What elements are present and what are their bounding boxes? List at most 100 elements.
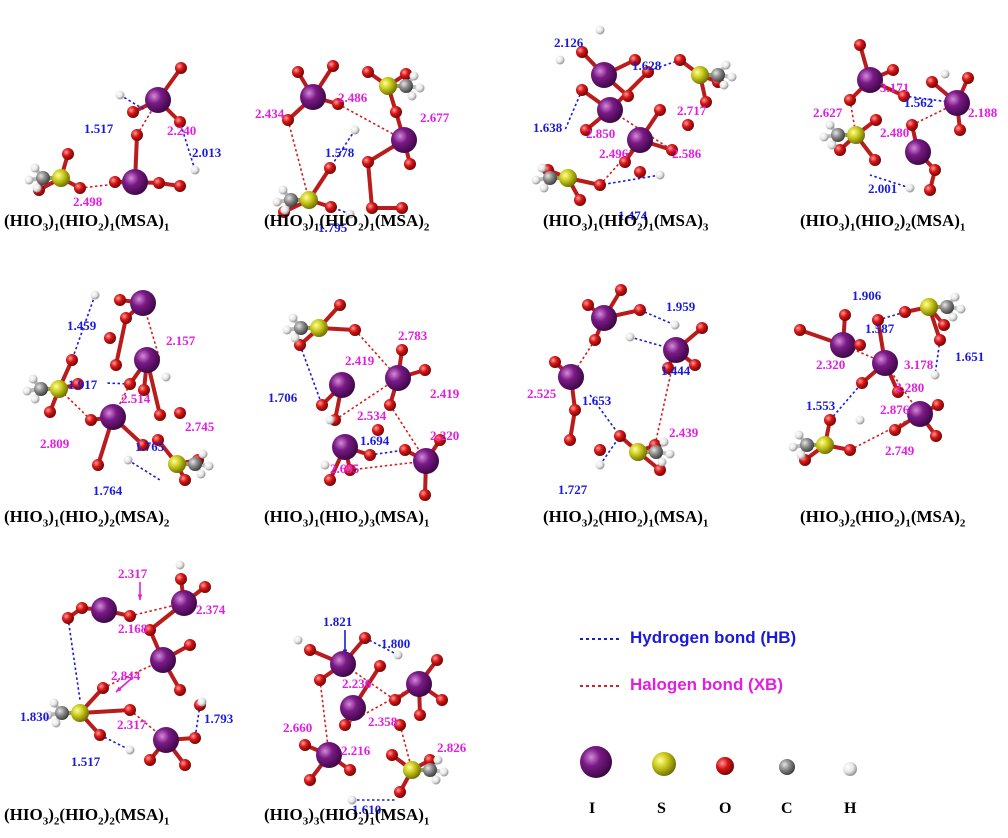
hydrogen-bond-line — [67, 617, 81, 701]
distance-label: 2.220 — [430, 428, 459, 443]
hydrogen-atom — [657, 457, 667, 467]
distance-label: 1.444 — [661, 363, 691, 378]
distance-label: 1.578 — [325, 145, 355, 160]
hydrogen-atom — [43, 710, 53, 720]
distance-label: 2.358 — [368, 714, 398, 729]
oxygen-atom — [175, 62, 187, 74]
oxygen-atom — [324, 474, 336, 486]
oxygen-atom — [316, 399, 328, 411]
hydrogen-atom — [282, 325, 292, 335]
iodine-atom — [413, 448, 439, 474]
distance-label: 1.651 — [955, 349, 984, 364]
hydrogen-atom — [625, 332, 635, 342]
sulfur-atom — [920, 298, 938, 316]
sulfur-atom — [403, 761, 421, 779]
covalent-bond — [114, 316, 128, 367]
oxygen-atom — [362, 66, 374, 78]
oxygen-atom — [824, 414, 836, 426]
oxygen-atom — [399, 444, 411, 456]
sulfur-atom — [691, 66, 709, 84]
oxygen-atom — [153, 177, 165, 189]
hydrogen-atom — [950, 292, 960, 302]
oxygen-atom — [324, 162, 336, 174]
oxygen-atom — [374, 660, 386, 672]
hydrogen-bond-line — [599, 174, 661, 186]
distance-label: 2.434 — [255, 106, 285, 121]
carbon-atom — [649, 445, 663, 459]
iodine-atom — [627, 127, 653, 153]
iodine-atom — [171, 590, 197, 616]
oxygen-atom — [314, 674, 326, 686]
distance-label: 2.317 — [117, 717, 147, 732]
sulfur-atom — [300, 191, 318, 209]
cluster-caption: (HIO3)2(HIO2)2(MSA)1 — [4, 805, 170, 828]
carbon-atom — [188, 457, 202, 471]
oxygen-atom — [962, 72, 974, 84]
iodine-atom — [134, 347, 160, 373]
oxygen-atom — [549, 356, 561, 368]
cluster-caption: (HIO3)3(HIO2)1(MSA)1 — [264, 805, 430, 828]
oxygen-atom — [424, 754, 436, 766]
oxygen-atom — [869, 154, 881, 166]
hydrogen-atom — [123, 455, 133, 465]
distance-label: 2.486 — [338, 90, 368, 105]
iodine-atom — [872, 350, 898, 376]
oxygen-atom — [662, 362, 674, 374]
sulfur-atom — [559, 169, 577, 187]
oxygen-atom — [396, 202, 408, 214]
distance-label: 1.821 — [323, 614, 352, 629]
oxygen-atom — [594, 179, 606, 191]
hydrogen-bond-line — [869, 174, 911, 189]
sulfur-atom — [629, 443, 647, 461]
oxygen-atom — [622, 90, 634, 102]
distance-label: 1.694 — [360, 433, 390, 448]
distance-label: 2.809 — [40, 436, 70, 451]
distance-label: 1.764 — [93, 483, 123, 498]
hydrogen-bond-line — [71, 294, 96, 361]
hydrogen-atom — [32, 183, 42, 193]
cluster-caption: (HIO3)1(HIO2)1(MSA)1 — [4, 211, 170, 234]
distance-label: 2.419 — [430, 386, 460, 401]
oxygen-atom — [436, 694, 448, 706]
oxygen-atom — [700, 96, 712, 108]
hydrogen-atom — [393, 650, 403, 660]
iodine-atom — [905, 139, 931, 165]
oxygen-atom — [564, 434, 576, 446]
oxygen-atom — [634, 304, 646, 316]
oxygen-atom — [582, 299, 594, 311]
oxygen-atom — [682, 119, 694, 131]
distance-label: 2.188 — [968, 105, 998, 120]
sulfur-atom — [168, 455, 186, 473]
hydrogen-atom — [537, 163, 547, 173]
oxygen-atom — [696, 322, 708, 334]
oxygen-atom — [906, 119, 918, 131]
oxygen-atom — [574, 194, 586, 206]
hydrogen-atom — [190, 165, 200, 175]
hydrogen-atom — [90, 290, 100, 300]
distance-label: 1.795 — [318, 220, 348, 235]
sulfur-atom — [379, 77, 397, 95]
oxygen-atom — [654, 104, 666, 116]
distance-label: 2.695 — [330, 461, 360, 476]
oxygen-atom — [179, 759, 191, 771]
oxygen-atom — [889, 424, 901, 436]
legend-atom-s — [652, 752, 676, 776]
hydrogen-atom — [197, 697, 207, 707]
legend-graphics — [580, 638, 857, 778]
oxygen-atom — [666, 144, 678, 156]
oxygen-atom — [854, 339, 866, 351]
hydrogen-bond-line — [299, 344, 323, 406]
oxygen-atom — [109, 176, 121, 188]
oxygen-atom — [304, 774, 316, 786]
distance-label: 2.749 — [885, 443, 915, 458]
oxygen-atom — [930, 430, 942, 442]
hydrogen-bond-line — [829, 382, 863, 421]
hydrogen-bond-line — [105, 382, 131, 385]
hydrogen-atom — [293, 635, 303, 645]
iodine-atom — [944, 90, 970, 116]
hydrogen-atom — [905, 183, 915, 193]
hydrogen-bond-line — [127, 459, 161, 481]
oxygen-atom — [362, 156, 374, 168]
legend-atom-i — [580, 746, 612, 778]
distance-label: 3.178 — [904, 357, 934, 372]
